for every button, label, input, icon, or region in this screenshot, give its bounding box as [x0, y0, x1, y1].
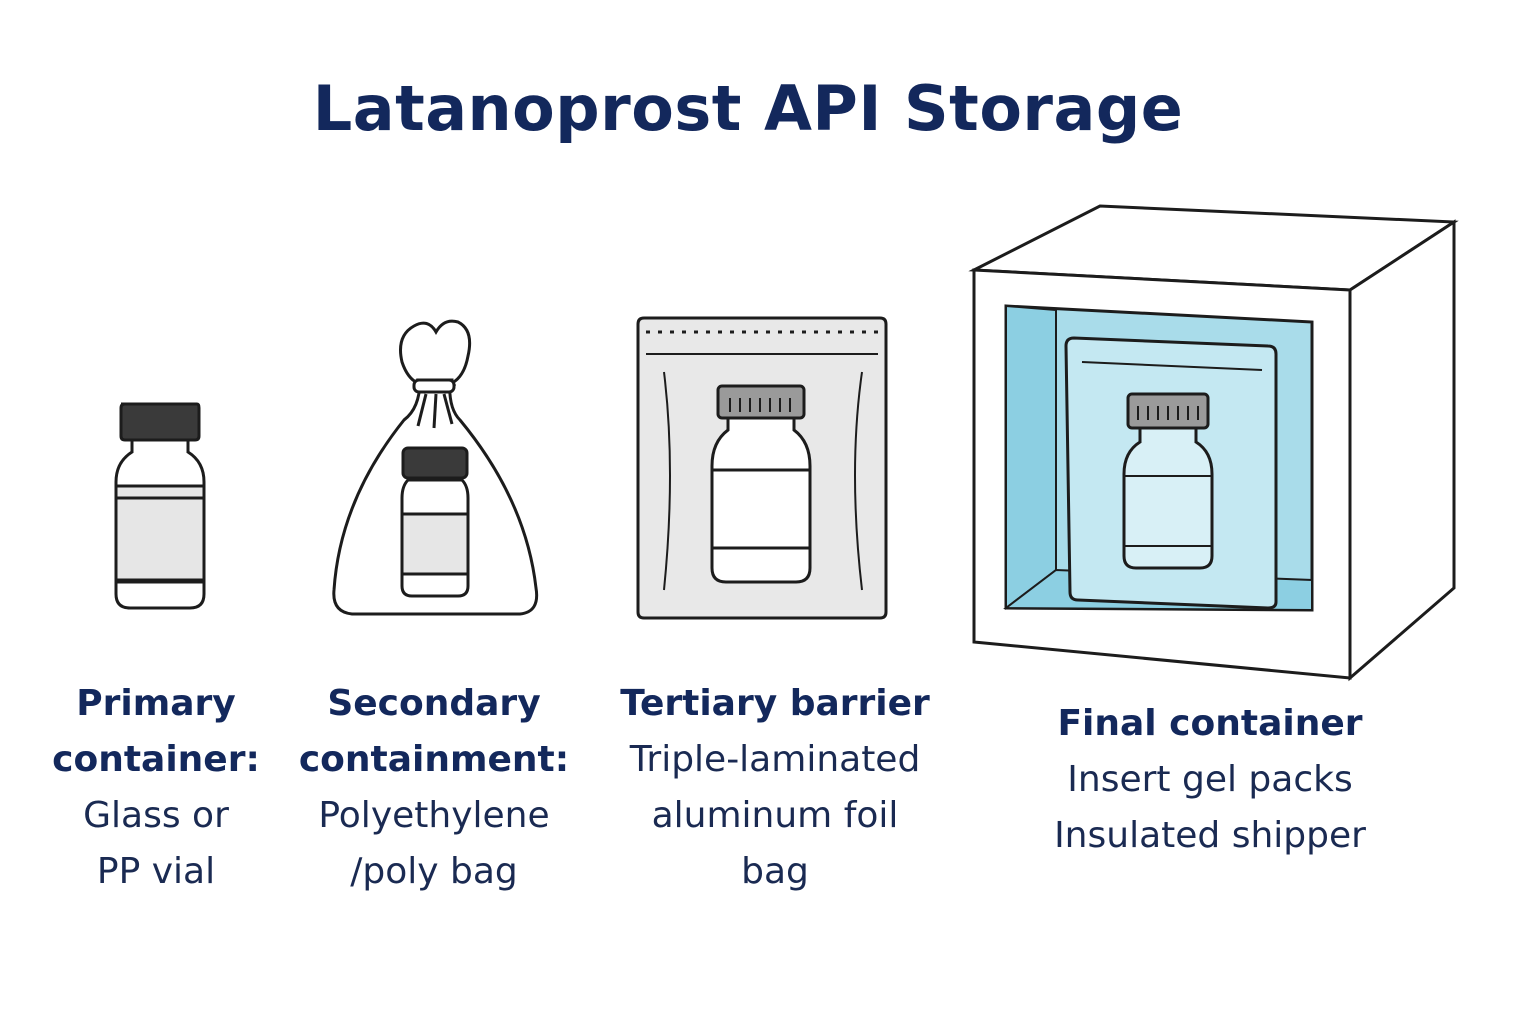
step-description: PP vial	[96, 851, 216, 892]
caption-final-container: Final container Insert gel packs Insulat…	[1010, 696, 1410, 864]
step-description: /poly bag	[350, 851, 518, 892]
foil-bag-icon	[636, 316, 888, 620]
step-description: Insulated shipper	[1054, 815, 1366, 856]
insulated-shipper-icon	[968, 204, 1459, 682]
step-heading: containment:	[298, 739, 570, 780]
step-heading: Final container	[1057, 703, 1363, 744]
caption-primary-container: Primary container: Glass or PP vial	[30, 676, 282, 900]
step-heading: Primary	[76, 683, 236, 724]
step-description: Triple-laminated	[629, 739, 921, 780]
poly-bag-icon	[332, 319, 539, 616]
step-description: bag	[741, 851, 809, 892]
step-description: Glass or	[83, 795, 229, 836]
page-title: Latanoprost API Storage	[312, 72, 1184, 145]
step-description: Insert gel packs	[1067, 759, 1353, 800]
caption-secondary-containment: Secondary containment: Polyethylene /pol…	[288, 676, 580, 900]
step-heading: container:	[52, 739, 260, 780]
caption-tertiary-barrier: Tertiary barrier Triple-laminated alumin…	[600, 676, 950, 900]
step-description: Polyethylene	[318, 795, 550, 836]
step-heading: Tertiary barrier	[620, 683, 930, 724]
vial-icon	[114, 402, 206, 610]
step-heading: Secondary	[327, 683, 541, 724]
step-description: aluminum foil	[651, 795, 899, 836]
